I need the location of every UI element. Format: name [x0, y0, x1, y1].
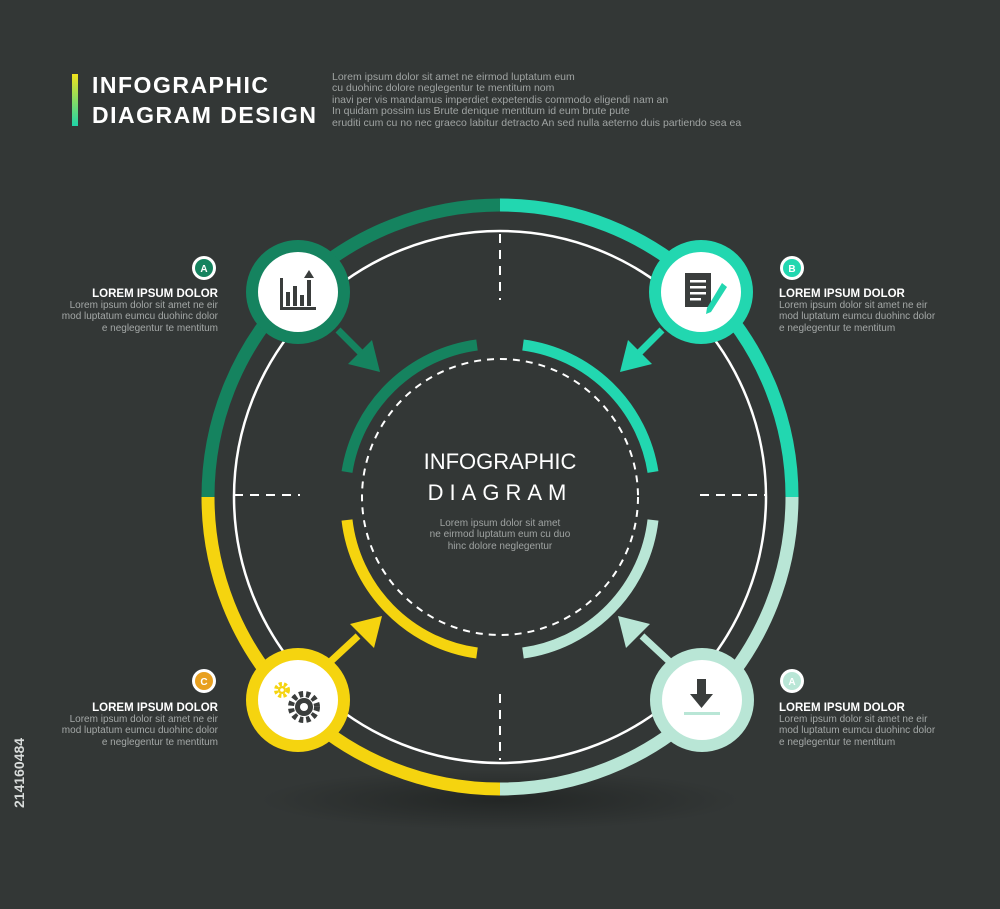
intro-line: inavi per vis mandamus imperdiet expeten…: [332, 93, 669, 106]
svg-text:A: A: [200, 264, 207, 275]
item-c-text: LOREM IPSUM DOLOR Lorem ipsum dolor sit …: [62, 702, 218, 748]
intro-text: Lorem ipsum dolor sit amet ne eirmod lup…: [332, 71, 792, 129]
item-body-line: mod luptatum eumcu duohinc dolor: [779, 725, 936, 737]
item-body-line: Lorem ipsum dolor sit amet ne eir: [779, 714, 928, 725]
title-accent-bar: [72, 74, 78, 126]
arrow-top-right: [620, 327, 665, 372]
center-title-line2: DIAGRAM: [427, 480, 573, 505]
inner-arc-yellow: [341, 519, 478, 659]
arrow-bottom-left: [327, 616, 382, 665]
item-title: LOREM IPSUM DOLOR: [779, 288, 905, 300]
document-pen-icon: [685, 273, 727, 314]
svg-text:B: B: [788, 264, 795, 275]
center-body-line: ne eirmod luptatum eum cu duo: [429, 529, 571, 541]
item-body-line: e neglegentur te mentitum: [101, 322, 218, 334]
item-body: Lorem ipsum dolor sit amet ne eir mod lu…: [62, 714, 218, 748]
item-body-line: Lorem ipsum dolor sit amet ne eir: [69, 714, 218, 725]
item-title: LOREM IPSUM DOLOR: [92, 702, 218, 714]
item-a-bottom-text: LOREM IPSUM DOLOR Lorem ipsum dolor sit …: [779, 702, 935, 748]
node-bottom-left: [246, 648, 350, 752]
item-body: Lorem ipsum dolor sit amet ne eir mod lu…: [62, 300, 218, 334]
item-body-line: Lorem ipsum dolor sit amet ne eir: [69, 300, 218, 311]
inner-arc-mint: [522, 519, 659, 659]
item-body-line: e neglegentur te mentitum: [779, 736, 896, 748]
badge-a-bottom: A: [780, 669, 804, 693]
item-body-line: mod luptatum eumcu duohinc dolor: [61, 311, 218, 323]
svg-text:A: A: [788, 677, 795, 688]
item-body-line: Lorem ipsum dolor sit amet ne eir: [779, 300, 928, 311]
arrow-bottom-right: [618, 616, 673, 665]
badge-b: B: [780, 256, 804, 280]
center-dashed-circle: [361, 358, 639, 636]
item-body-line: mod luptatum eumcu duohinc dolor: [779, 311, 936, 323]
gears-icon: [274, 682, 320, 723]
item-title: LOREM IPSUM DOLOR: [779, 702, 905, 714]
item-b-text: LOREM IPSUM DOLOR Lorem ipsum dolor sit …: [779, 288, 935, 334]
ring-shadow: [260, 770, 740, 830]
download-icon: [684, 679, 720, 715]
center-body-line: Lorem ipsum dolor sit amet: [439, 518, 561, 529]
inner-white-ring: [232, 229, 768, 765]
center-body-text: Lorem ipsum dolor sit amet ne eirmod lup…: [380, 518, 620, 552]
page-title-line1: INFOGRAPHIC: [92, 72, 270, 98]
item-a-top-text: LOREM IPSUM DOLOR Lorem ipsum dolor sit …: [62, 288, 218, 334]
badge-a-top: A: [192, 256, 216, 280]
intro-line: In quidam possim ius Brute denique menti…: [332, 105, 630, 118]
item-body-line: mod luptatum eumcu duohinc dolor: [61, 725, 218, 737]
center-body-line: hinc dolore neglegentur: [447, 540, 553, 552]
inner-arc-dark-green: [341, 339, 478, 473]
badge-c: C: [192, 669, 216, 693]
node-top-left: [246, 240, 350, 344]
stock-id-text: 214160484: [11, 738, 27, 808]
item-body: Lorem ipsum dolor sit amet ne eir mod lu…: [779, 300, 935, 334]
page-title-line2: DIAGRAM DESIGN: [92, 102, 318, 128]
item-body-line: e neglegentur te mentitum: [779, 322, 896, 334]
svg-text:C: C: [200, 677, 207, 688]
intro-line: cu duohinc dolore neglegentur te mentitu…: [332, 82, 555, 95]
item-body-line: e neglegentur te mentitum: [101, 736, 218, 748]
center-title-line1: INFOGRAPHIC: [423, 449, 577, 474]
bar-chart-icon: [280, 270, 316, 310]
item-title: LOREM IPSUM DOLOR: [92, 288, 218, 300]
stock-id-watermark: 214160484: [11, 738, 27, 808]
arrow-top-left: [335, 327, 380, 372]
inner-arc-aqua: [522, 339, 659, 473]
intro-line: eruditi cum cu no nec graeco labitur det…: [332, 116, 742, 129]
intro-line: Lorem ipsum dolor sit amet ne eirmod lup…: [332, 71, 575, 83]
item-body: Lorem ipsum dolor sit amet ne eir mod lu…: [779, 714, 935, 748]
